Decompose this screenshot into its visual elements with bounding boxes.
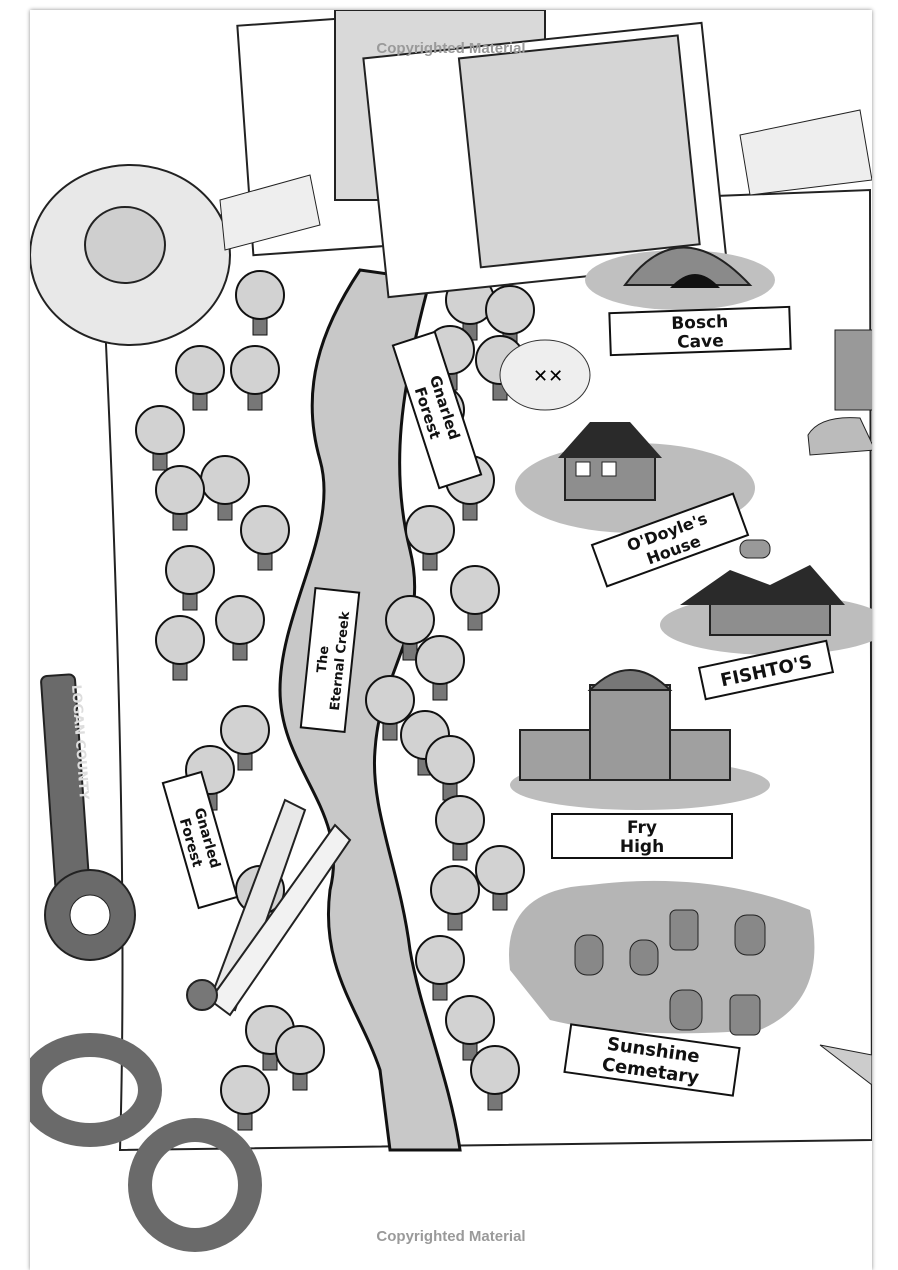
banner-odoyles-house: O'Doyle's House (590, 492, 750, 588)
photo-frames (236, 10, 728, 299)
tree (365, 675, 415, 741)
svg-text:Bosch: Bosch (671, 312, 729, 334)
book-page: ✕✕ LOGAN COUNTY (30, 10, 872, 1270)
tree (405, 505, 455, 571)
tree (155, 465, 205, 531)
svg-text:✕✕: ✕✕ (533, 366, 563, 387)
tree (230, 345, 280, 411)
sunshine-cemetary (509, 880, 815, 1036)
tree (220, 1065, 270, 1131)
tree (200, 455, 250, 521)
tree (235, 270, 285, 336)
banner-eternal-creek: The Eternal Creek (299, 586, 361, 734)
pencil (819, 1044, 872, 1086)
svg-text:The: The (315, 645, 333, 674)
tree (155, 615, 205, 681)
tree (470, 1045, 520, 1111)
tree (475, 845, 525, 911)
svg-text:Fry: Fry (627, 818, 657, 838)
map-illustration: ✕✕ LOGAN COUNTY (30, 10, 872, 1252)
tree (240, 505, 290, 571)
banner-bosch-cave: Bosch Cave (608, 305, 792, 357)
tree (275, 1025, 325, 1091)
tree (220, 705, 270, 771)
fry-high-school (510, 669, 770, 810)
copyright-notice-bottom: Copyrighted Material (376, 1228, 526, 1245)
tape-roll (30, 109, 872, 346)
logan-county-key: LOGAN COUNTY (40, 673, 136, 961)
tree (430, 865, 480, 931)
tree (175, 345, 225, 411)
banner-gnarled-forest-left: Gnarled Forest (161, 770, 239, 910)
tree (135, 405, 185, 471)
tree (215, 595, 265, 661)
odoyles-house: ✕✕ (499, 339, 755, 533)
bosch-cave (585, 246, 775, 310)
tree (425, 735, 475, 801)
scissors (30, 798, 352, 1252)
svg-text:Cave: Cave (677, 331, 724, 353)
tree (450, 565, 500, 631)
banner-fry-high: Fry High (551, 813, 733, 859)
tree (445, 995, 495, 1061)
town-building (807, 329, 872, 456)
fishtos-restaurant (660, 539, 872, 655)
svg-text:High: High (620, 837, 664, 857)
tree (435, 795, 485, 861)
tree (415, 635, 465, 701)
tree (415, 935, 465, 1001)
copyright-notice-top: Copyrighted Material (376, 40, 526, 57)
tree (165, 545, 215, 611)
tree (385, 595, 435, 661)
